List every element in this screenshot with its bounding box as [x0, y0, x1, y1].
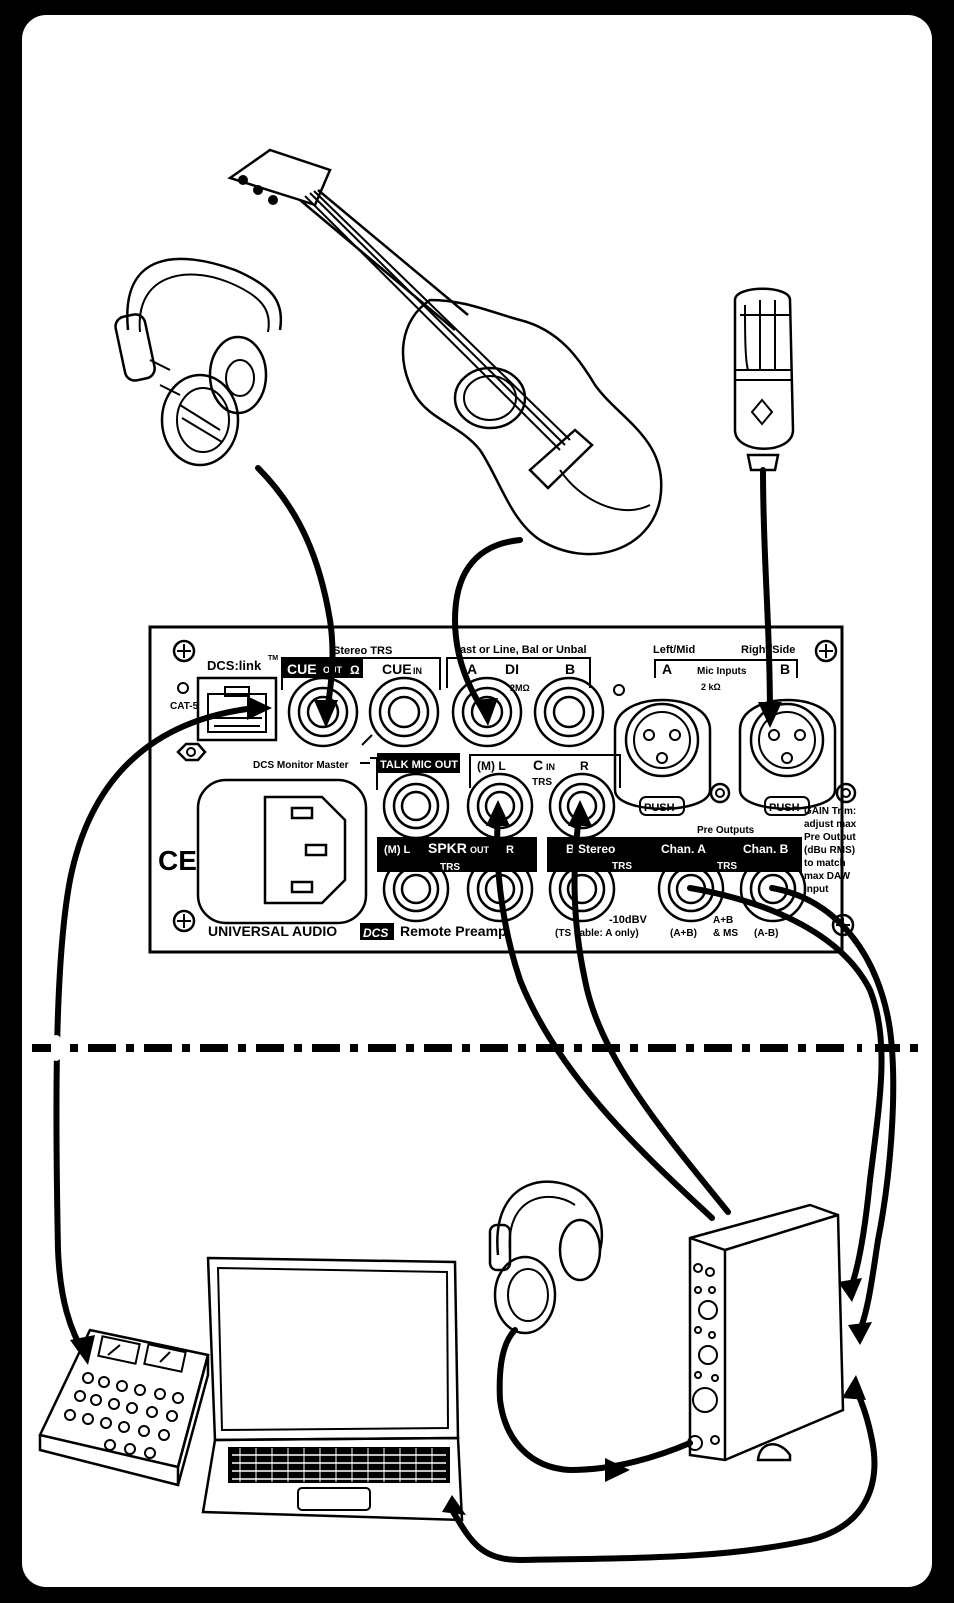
b-stereo-jack	[548, 855, 616, 923]
panel-screw	[814, 639, 838, 663]
di-impedance-label: 2MΩ	[510, 683, 530, 693]
hex-screw	[176, 742, 207, 762]
gain-trim-line: max DAW	[804, 871, 851, 882]
di-a-jack	[451, 676, 523, 748]
chan-b-label: Chan. B	[743, 842, 789, 856]
cable-guitar-to-di	[452, 537, 523, 718]
a-plus-b-label: (A+B)	[670, 928, 697, 939]
di-b-jack	[533, 676, 605, 748]
cable-interface-to-c-in-r	[571, 809, 731, 1215]
led-indicator	[613, 684, 625, 696]
di-a-label: A	[467, 661, 477, 677]
c-in-l-label: (M) L	[477, 759, 506, 773]
remote-preamp-label: Remote Preamp	[400, 923, 507, 939]
left-mid-label: Left/Mid	[653, 644, 695, 656]
a-minus-b-label: (A-B)	[754, 928, 778, 939]
cable-interface-to-c-in-l	[494, 809, 715, 1221]
chan-a-label: Chan. A	[661, 842, 706, 856]
spkr-small-label: OUT	[470, 845, 490, 855]
cable-headphones-to-cue-out	[255, 465, 336, 723]
mic-impedance-label: 2 kΩ	[701, 682, 721, 692]
c-in-small-label: IN	[546, 762, 555, 772]
cue-in-small-label: IN	[413, 666, 422, 676]
push-a-label: PUSH	[644, 802, 675, 814]
trademark-label: TM	[268, 655, 278, 662]
c-in-r-label: R	[580, 759, 589, 773]
cue-in-jack	[368, 676, 440, 748]
b-stereo-trs-label: TRS	[612, 861, 632, 872]
cable-pre-out-a-to-interface	[687, 885, 885, 1293]
dcs-logo-text: DCS	[363, 926, 388, 940]
cue-in-label: CUE	[382, 661, 412, 677]
a-plus-b-ms-label: A+B	[713, 915, 733, 926]
spkr-r-label: R	[506, 844, 514, 856]
ce-mark: CE	[158, 845, 197, 876]
panel-screw	[172, 909, 196, 933]
and-ms-label: & MS	[713, 928, 738, 939]
gain-trim-line: adjust max	[804, 819, 857, 830]
gain-trim-note: GAIN Trim: adjust max Pre Output (dBu RM…	[804, 806, 857, 895]
acoustic-guitar-icon	[227, 148, 663, 556]
cue-out-label-bg	[283, 658, 363, 678]
spkr-trs-label: TRS	[440, 862, 460, 873]
c-in-trs-label: TRS	[532, 777, 552, 788]
ts-cable-label: (TS cable: A only)	[555, 928, 639, 939]
laptop-icon	[201, 1256, 464, 1522]
headphone-symbol: Ω	[350, 663, 360, 677]
dcs-link-label: DCS:link	[207, 658, 262, 673]
trackpad	[297, 1487, 371, 1511]
mic-a-label: A	[662, 661, 672, 677]
dcs-logo	[360, 923, 394, 940]
cable-pre-out-b-to-interface	[769, 885, 897, 1333]
gain-trim-line: (dBu RMS)	[804, 845, 855, 856]
cable-mic-to-xlr	[760, 467, 773, 723]
pre-out-b-jack	[739, 855, 807, 923]
iec-power-inlet	[196, 778, 368, 925]
analog-mixer-icon	[38, 1328, 210, 1487]
led-indicator	[177, 682, 189, 694]
panel-screw	[709, 782, 731, 804]
cable-interface-to-headphones	[496, 1327, 693, 1473]
talk-mic-label-bg	[377, 753, 460, 773]
headphones-bottom-icon	[488, 1180, 604, 1335]
push-b-label: PUSH	[769, 802, 800, 814]
cable-laptop-to-interface	[449, 1382, 878, 1563]
stereo-trs-label: Stereo TRS	[333, 645, 392, 657]
pre-outputs-label: Pre Outputs	[697, 825, 755, 836]
gain-trim-line: GAIN Trim:	[804, 806, 856, 817]
cue-out-jack	[287, 676, 359, 748]
gain-trim-line: input	[804, 884, 829, 895]
xlr-input-a: PUSH	[613, 698, 712, 816]
gain-trim-line: to match	[804, 858, 846, 869]
input-header-label: ast or Line, Bal or Unbal	[460, 644, 587, 656]
mic-inputs-label: Mic Inputs	[697, 666, 747, 677]
panel-screw	[172, 639, 196, 663]
minus10-label: -10dBV	[609, 914, 648, 926]
gain-trim-line: Pre Output	[804, 832, 856, 843]
keyboard	[228, 1447, 450, 1483]
cat5-port	[196, 676, 278, 742]
panel-screw	[835, 782, 857, 804]
cable-cat5-to-mixer	[53, 705, 258, 1358]
cat5-label: CAT-5	[170, 701, 199, 712]
dcs-monitor-master-label: DCS Monitor Master	[253, 760, 349, 771]
mic-b-label: B	[780, 661, 790, 677]
b-stereo-label-bg	[547, 837, 652, 872]
talk-mic-out-label: TALK MIC OUT	[380, 759, 458, 771]
di-b-label: B	[565, 661, 575, 677]
audio-interface-icon	[687, 1203, 845, 1462]
di-label: DI	[505, 661, 519, 677]
headphones-top-icon	[114, 257, 283, 467]
condenser-microphone-icon	[733, 287, 795, 472]
brand-label: UNIVERSAL AUDIO	[208, 923, 337, 939]
cables	[51, 465, 897, 1563]
cable-break	[51, 1035, 875, 1061]
spkr-l-label: (M) L	[384, 844, 411, 856]
spkr-label: SPKR	[428, 840, 467, 856]
cue-out-label: CUE	[287, 661, 317, 677]
spkr-l-jack	[382, 855, 450, 923]
pre-trs-label: TRS	[717, 861, 737, 872]
c-in-label: C	[533, 757, 543, 773]
